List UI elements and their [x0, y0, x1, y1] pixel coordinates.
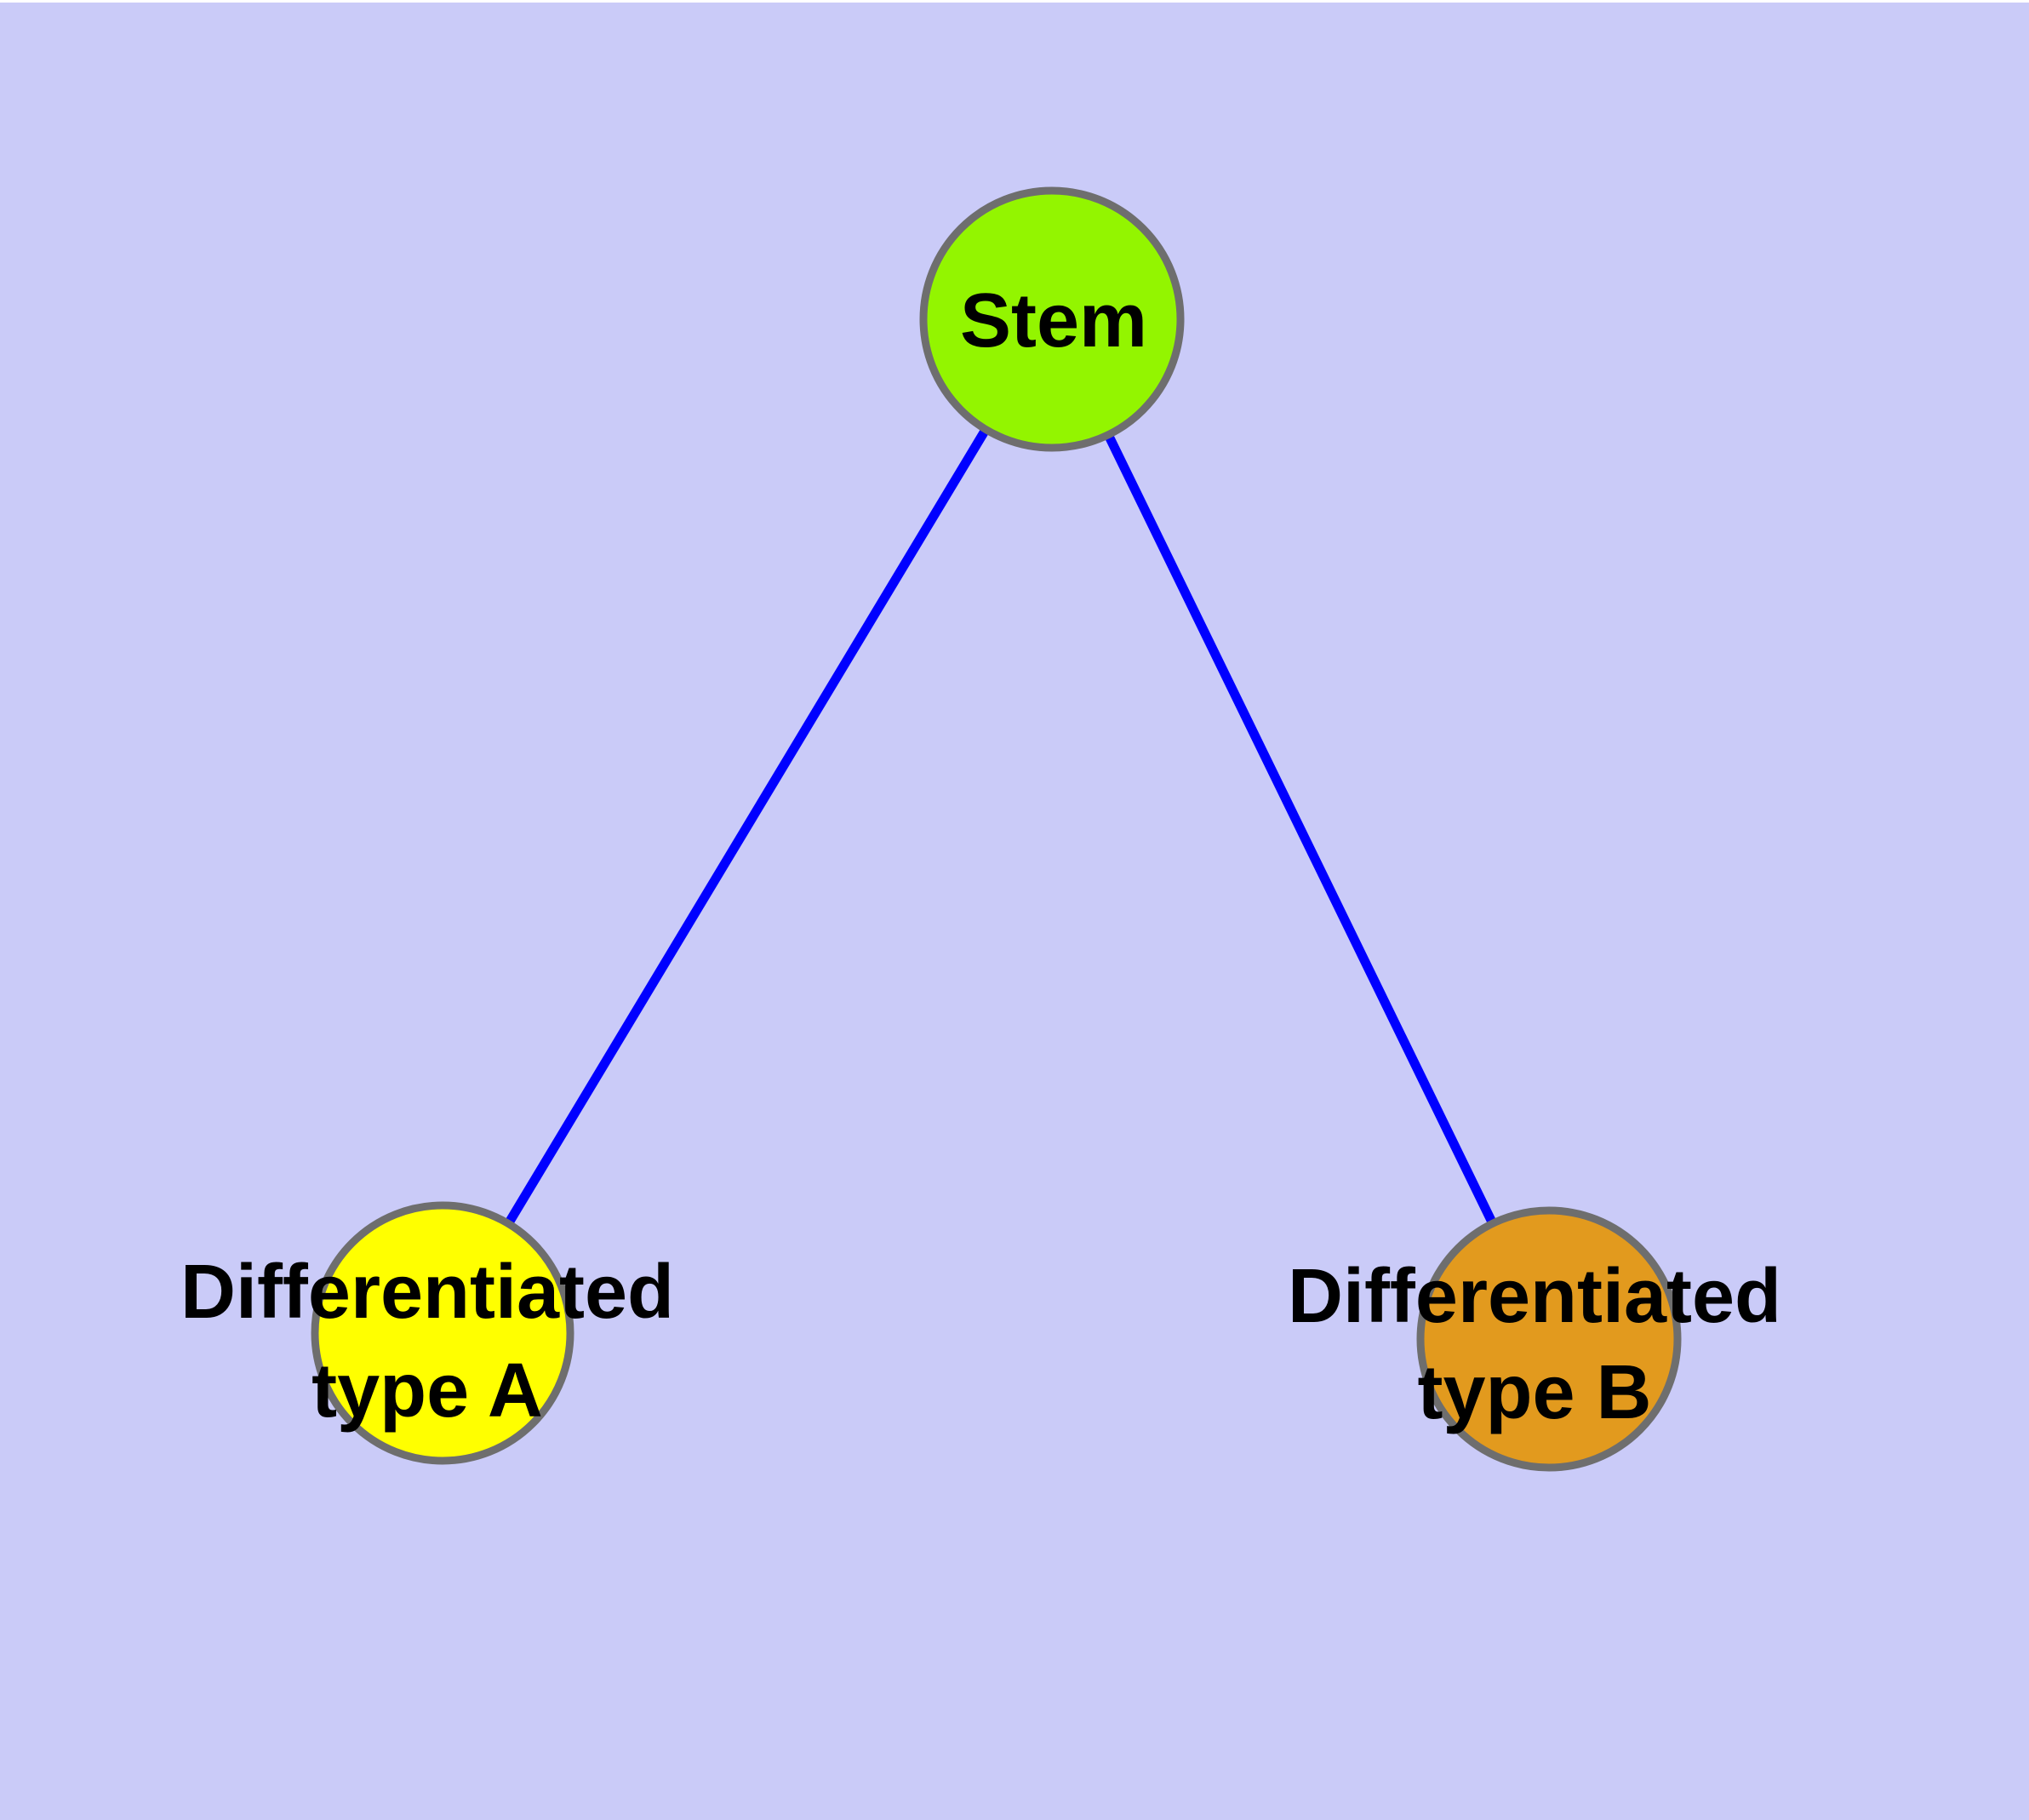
edge-stem-to-type-a [438, 317, 1056, 1336]
node-label-type-a-line1: Differentiated [180, 1250, 674, 1335]
node-label-type-b-line1: Differentiated [1288, 1254, 1781, 1339]
node-label-stem: Stem [960, 278, 1147, 363]
node-label-type-b-line2: type B [1417, 1350, 1651, 1435]
node-stem [919, 186, 1185, 452]
top-margin-strip [0, 0, 2029, 3]
node-differentiated-type-b [1416, 1206, 1682, 1472]
edge-stem-to-type-b [1048, 317, 1553, 1342]
node-differentiated-type-a [311, 1201, 574, 1465]
node-label-type-a-line2: type A [311, 1348, 543, 1434]
